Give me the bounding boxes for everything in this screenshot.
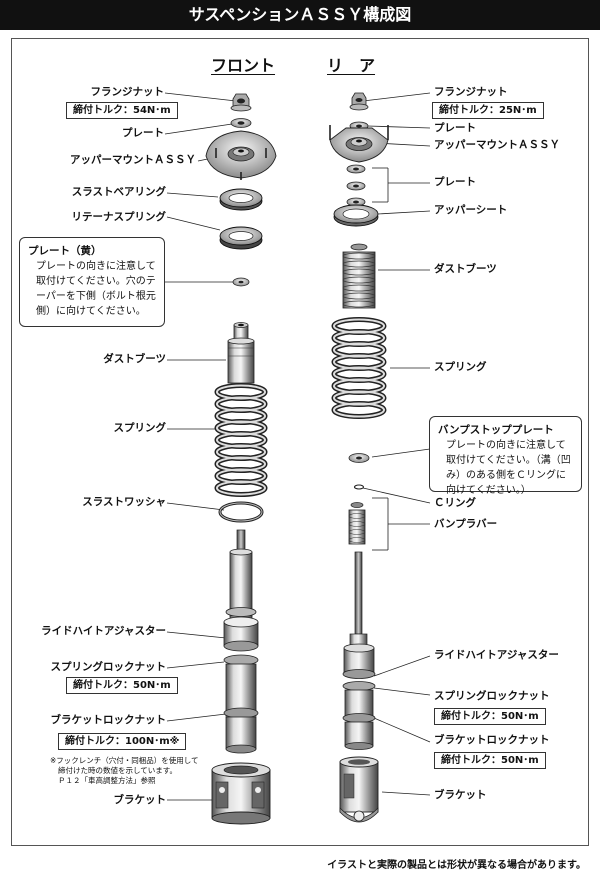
front-retainer-spring xyxy=(219,226,263,250)
rear-upper-mount xyxy=(329,125,389,163)
front-footnote-2: 締付けた時の数値を示しています。 xyxy=(58,766,178,775)
front-flange-nut-label: フランジナット xyxy=(90,86,165,98)
front-thrust-bearing-label: スラストベアリング xyxy=(71,186,166,198)
front-yellow-plate xyxy=(232,277,250,287)
front-spring-lock-torque: 締付トルク：50N･m xyxy=(66,677,178,694)
rear-bracket xyxy=(339,756,379,823)
front-thrust-washer xyxy=(218,501,264,523)
leader-lines xyxy=(164,92,431,801)
rear-dust-boots-label: ダストブーツ xyxy=(434,263,497,275)
front-spring-label: スプリング xyxy=(113,422,167,434)
rear-plate-label: プレート xyxy=(434,122,476,134)
front-plate-note: プレート（黄） プレートの向きに注意して取付けてください。穴のテーパーを下側（ボ… xyxy=(19,237,165,327)
rear-plates-label: プレート xyxy=(434,176,476,188)
front-bracket xyxy=(211,762,271,825)
rear-bump-plate-note-title: バンプストッププレート xyxy=(438,424,554,436)
rear-spring-lock-nut-label: スプリングロックナット xyxy=(434,690,550,702)
page-title: サスペンションＡＳＳＹ構成図 xyxy=(0,0,600,30)
rear-ride-height-label: ライドハイトアジャスター xyxy=(434,649,559,661)
rear-flange-nut-torque: 締付トルク：25N･m xyxy=(432,102,544,119)
rear-heading: リ ア xyxy=(327,56,376,75)
rear-spring-label: スプリング xyxy=(434,361,487,373)
diagram-frame xyxy=(11,38,589,846)
front-ride-height-label: ライドハイトアジャスター xyxy=(41,625,166,637)
rear-c-ring xyxy=(353,484,365,490)
front-assembly xyxy=(205,93,277,825)
rear-bracket-label: ブラケット xyxy=(434,789,487,801)
front-bracket-lock-nut-label: ブラケットロックナット xyxy=(50,714,167,726)
rear-flange-nut-label: フランジナット xyxy=(434,86,508,98)
rear-assembly xyxy=(329,92,389,823)
rear-plates xyxy=(346,164,366,207)
front-damper xyxy=(223,529,259,754)
rear-bump-stop-plate xyxy=(348,453,370,463)
front-upper-mount-label: アッパーマウントＡＳＳＹ xyxy=(70,154,196,166)
front-spring-lock-nut-label: スプリングロックナット xyxy=(50,661,167,673)
front-bracket-label: ブラケット xyxy=(113,794,167,806)
front-thrust-washer-label: スラストワッシャ xyxy=(82,496,166,508)
front-bracket-lock-torque: 締付トルク：100N･m※ xyxy=(58,733,187,750)
front-thrust-bearing xyxy=(219,188,263,211)
front-plate-note-body: プレートの向きに注意して取付けてください。穴のテーパーを下側（ボルト根元側）に向… xyxy=(36,261,156,317)
front-plate-label: プレート xyxy=(122,127,164,139)
front-dust-boots xyxy=(227,322,255,384)
rear-bump-rubber-label: バンプラバー xyxy=(434,518,498,530)
front-footnote-3: Ｐ１２「車高調整方法」参照 xyxy=(58,776,156,785)
front-retainer-spring-label: リテーナスプリング xyxy=(71,211,167,223)
rear-bump-plate-note: バンプストッププレート プレートの向きに注意して取付けてください。（溝（凹み）の… xyxy=(429,416,582,496)
rear-bump-rubber xyxy=(348,502,366,545)
rear-c-ring-label: Ｃリング xyxy=(434,497,476,509)
rear-bracket-lock-torque: 締付トルク：50N･m xyxy=(434,752,546,769)
rear-damper xyxy=(342,551,376,750)
front-plate-note-title: プレート（黄） xyxy=(28,245,102,257)
front-footnote-1: ※フックレンチ（穴付・同梱品）を使用して xyxy=(50,756,199,765)
front-dust-boots-label: ダストブーツ xyxy=(103,353,166,365)
rear-flange-nut xyxy=(349,92,369,111)
rear-bump-plate-note-body: プレートの向きに注意して取付けてください。（溝（凹み）のある側をＣリングに向けて… xyxy=(446,440,571,496)
front-flange-nut xyxy=(230,93,252,112)
front-upper-mount xyxy=(205,130,277,180)
rear-spring-lock-torque: 締付トルク：50N･m xyxy=(434,708,546,725)
front-flange-nut-torque: 締付トルク：54N･m xyxy=(66,102,178,119)
front-spring xyxy=(214,383,268,497)
rear-dust-boots xyxy=(342,243,376,309)
rear-upper-seat-label: アッパーシート xyxy=(434,204,508,216)
rear-upper-mount-label: アッパーマウントＡＳＳＹ xyxy=(434,139,560,151)
rear-bracket-lock-nut-label: ブラケットロックナット xyxy=(434,734,550,746)
front-heading: フロント xyxy=(211,56,276,75)
rear-upper-seat xyxy=(333,204,379,227)
disclaimer: イラストと実際の製品とは形状が異なる場合があります。 xyxy=(327,860,586,871)
front-plate xyxy=(230,118,252,128)
